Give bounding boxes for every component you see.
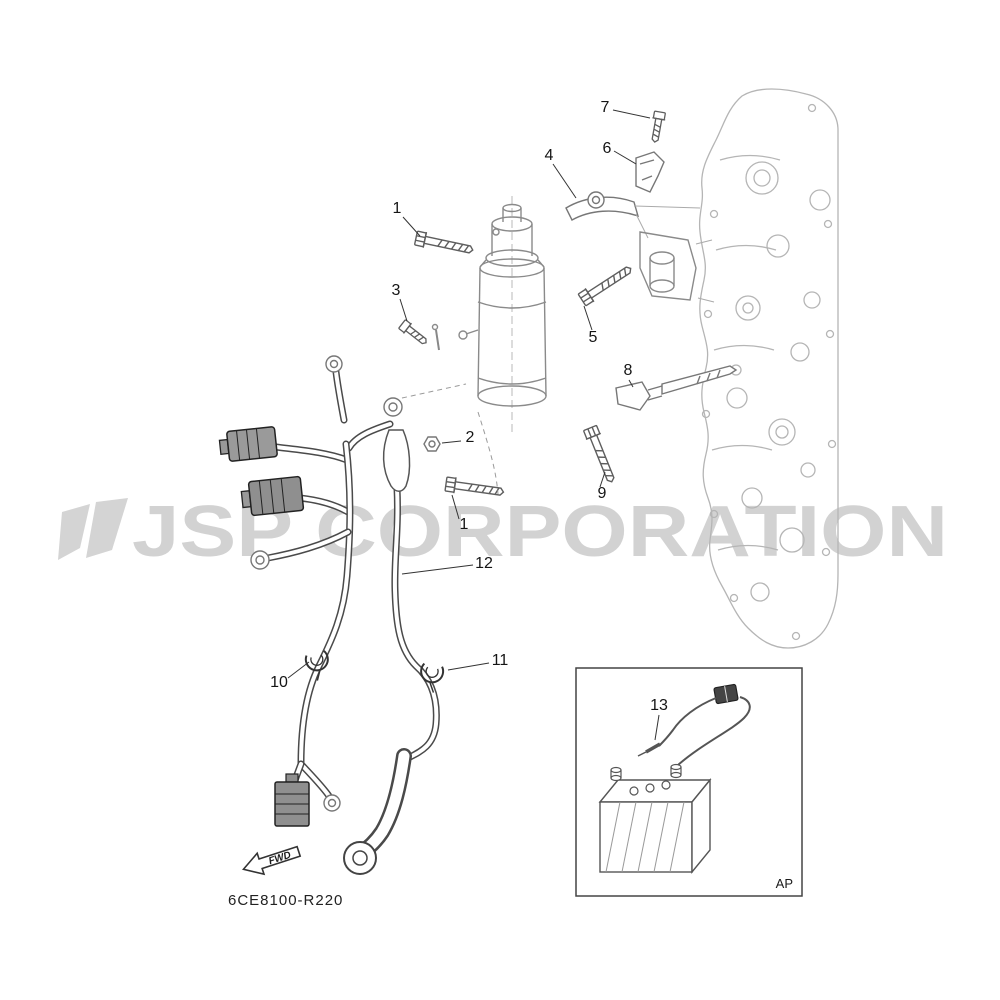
engine-block: [698, 88, 839, 649]
harness-boot-upper: [382, 429, 411, 492]
callout-5: 5: [589, 329, 598, 346]
callout-10: 10: [270, 674, 288, 691]
terminal-part-8: [615, 365, 738, 411]
clamp-part-6: [635, 151, 665, 193]
connector-upper: [218, 426, 278, 462]
mounting-bracket: [639, 231, 715, 303]
callout-7: 7: [601, 99, 610, 116]
battery-inset: AP: [575, 667, 803, 897]
callout-12: 12: [475, 555, 493, 572]
connector-bottom: [274, 773, 310, 827]
battery: [598, 763, 712, 874]
callout-13: 13: [650, 697, 668, 714]
bolt-part-7: [647, 110, 668, 144]
bolt-part-1-upper: [413, 229, 476, 259]
wire-harness-part-12: [218, 355, 445, 875]
callout-3: 3: [392, 282, 401, 299]
callout-11: 11: [492, 652, 509, 669]
reference-dash-line: [477, 411, 499, 495]
jsp-logo-icon: [58, 498, 128, 560]
ring-terminal-upper: [383, 397, 403, 417]
fwd-label: FWD: [267, 850, 292, 868]
callouts: 7 6 4 1 3 5 8 2 9 1 12 11 10 13: [270, 99, 668, 714]
nut-part-2: [423, 436, 441, 452]
callout-1-upper: 1: [393, 200, 402, 217]
bracket-arm-part-4: [565, 191, 701, 239]
starter-motor: [431, 196, 547, 432]
connector-lower: [240, 475, 305, 517]
diagram-code: 6CE8100-R220: [228, 892, 343, 909]
watermark: JSP CORPORATION: [58, 492, 948, 572]
callout-4: 4: [545, 147, 554, 164]
callout-1-lower: 1: [460, 516, 469, 533]
battery-terminal-neg: [610, 766, 622, 782]
callout-leaders: [287, 109, 660, 741]
callout-9: 9: [598, 485, 607, 502]
clamp-part-11: [420, 662, 445, 693]
callout-6: 6: [603, 140, 612, 157]
bolt-part-5: [576, 261, 636, 308]
clamp-part-10: [304, 650, 329, 681]
ring-terminal-left: [250, 550, 270, 570]
reference-dash-line: [401, 383, 467, 399]
callout-2: 2: [466, 429, 475, 446]
ring-terminal-small: [323, 794, 341, 812]
ring-terminal-top: [325, 355, 343, 373]
bolt-part-9: [581, 424, 620, 486]
fwd-arrow-icon: [242, 845, 302, 876]
screw-part-3: [397, 318, 431, 349]
callout-8: 8: [624, 362, 633, 379]
inset-corner-label: AP: [776, 876, 793, 891]
battery-lead-part-13: [637, 683, 751, 766]
battery-terminal-pos: [670, 763, 682, 779]
fwd-arrow: FWD: [242, 845, 302, 876]
